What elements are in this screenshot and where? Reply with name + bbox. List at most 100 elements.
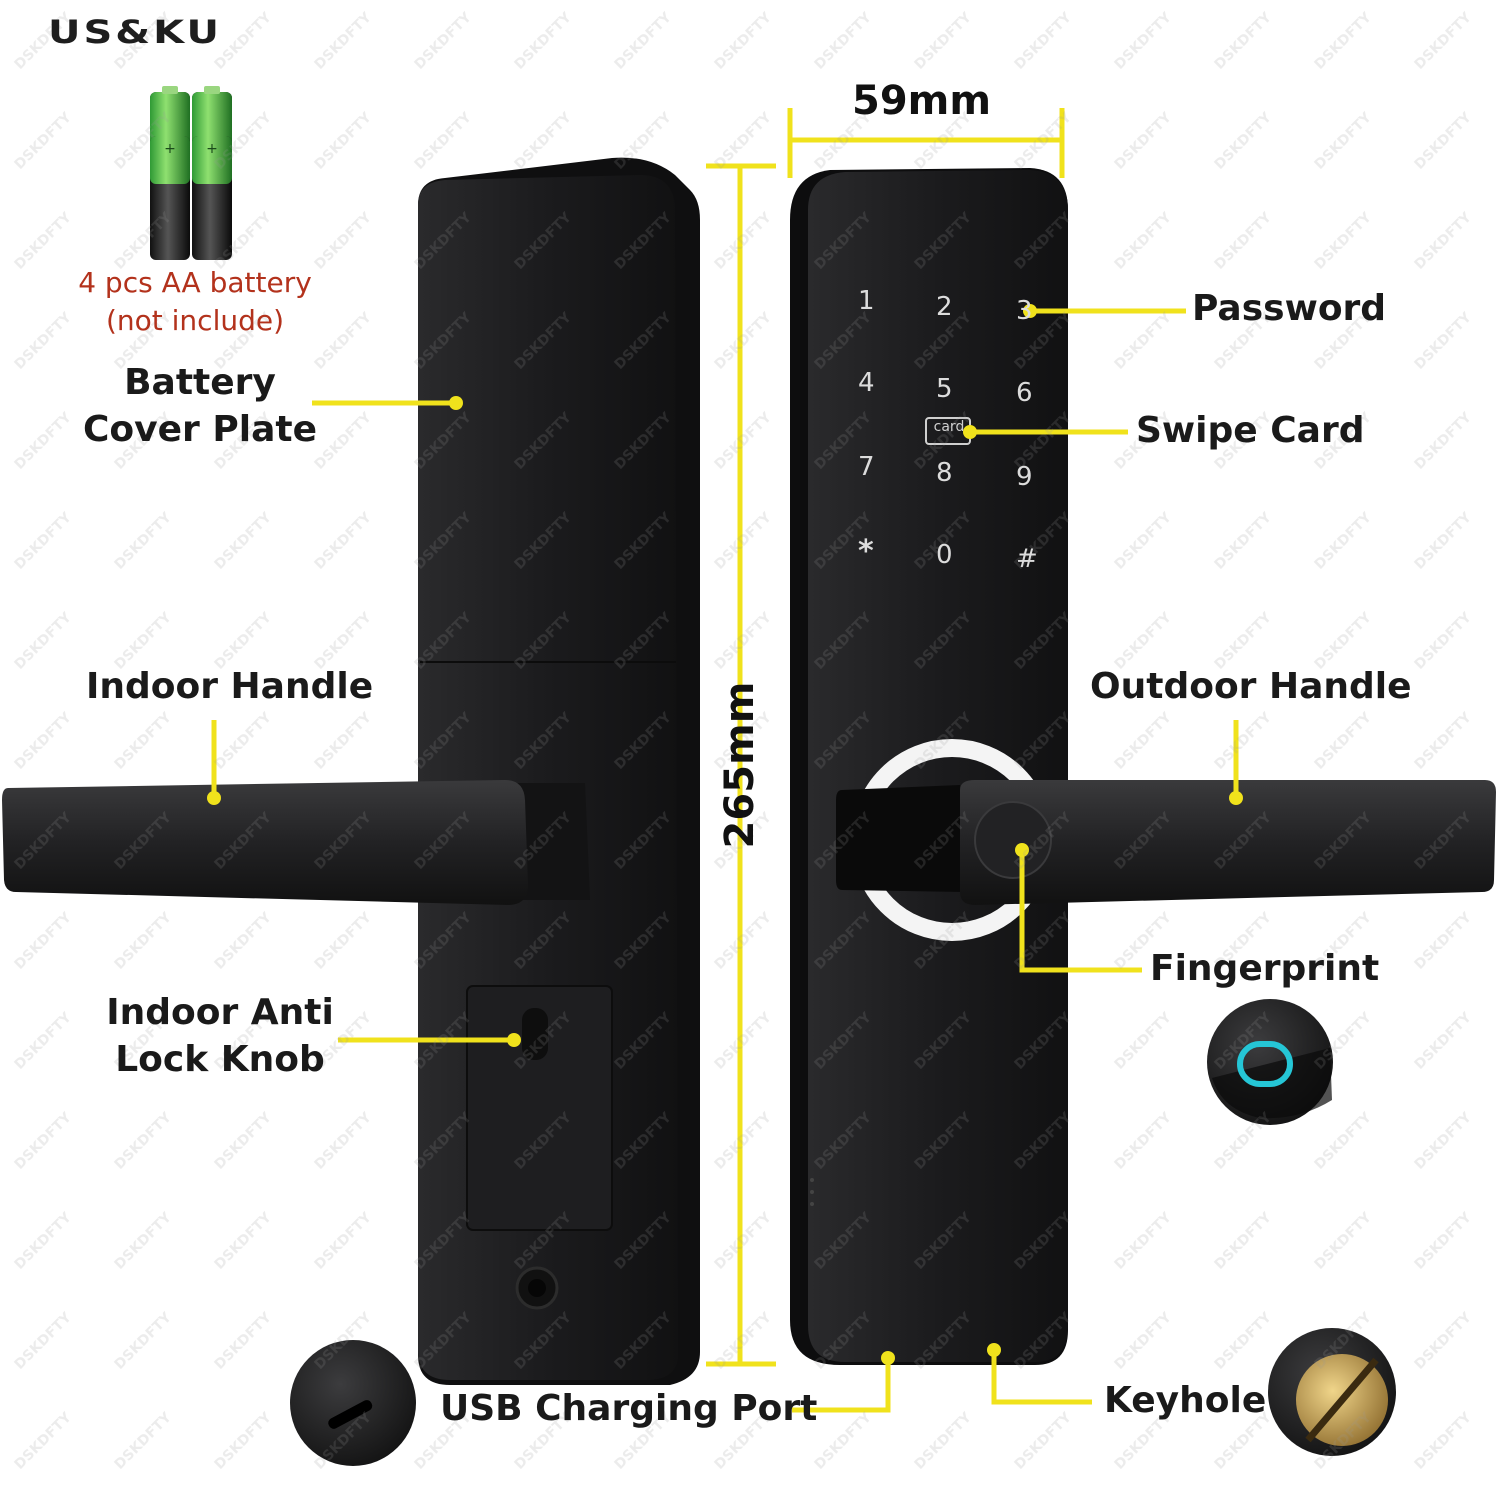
battery-cover-label-line1: Battery [124, 362, 276, 403]
watermark-text: DSKDFTY [312, 409, 376, 473]
indoor-anti-label-line2: Lock Knob [115, 1038, 325, 1080]
watermark-text: DSKDFTY [212, 1309, 276, 1373]
battery-cover-label: Battery Cover Plate [80, 360, 320, 454]
watermark-text: DSKDFTY [1412, 1409, 1476, 1473]
watermark-text: DSKDFTY [12, 609, 76, 673]
watermark-text: DSKDFTY [712, 1009, 776, 1073]
watermark-text: DSKDFTY [1412, 609, 1476, 673]
watermark-text: DSKDFTY [1112, 9, 1176, 73]
outdoor-handle-label: Outdoor Handle [1090, 666, 1412, 707]
key-hash[interactable]: # [1016, 544, 1038, 574]
watermark-text: DSKDFTY [112, 709, 176, 773]
watermark-text: DSKDFTY [112, 1309, 176, 1373]
watermark-text: DSKDFTY [1212, 9, 1276, 73]
key-9[interactable]: 9 [1016, 462, 1033, 492]
batteries-illustration: + + [150, 86, 232, 260]
watermark-text: DSKDFTY [12, 409, 76, 473]
watermark-text: DSKDFTY [312, 709, 376, 773]
watermark-text: DSKDFTY [1212, 709, 1276, 773]
indoor-anti-lock-knob-label: Indoor Anti Lock Knob [100, 990, 340, 1084]
watermark-text: DSKDFTY [1012, 9, 1076, 73]
callout-dots [207, 304, 1243, 1365]
watermark-text: DSKDFTY [12, 509, 76, 573]
watermark-text: DSKDFTY [12, 1409, 76, 1473]
watermark-text: DSKDFTY [312, 909, 376, 973]
svg-text:+: + [206, 141, 218, 157]
watermark-text: DSKDFTY [1412, 1009, 1476, 1073]
watermark-text: DSKDFTY [112, 1209, 176, 1273]
card-icon: card [933, 419, 965, 435]
watermark-text: DSKDFTY [712, 209, 776, 273]
key-5[interactable]: 5 [936, 374, 953, 404]
watermark-text: DSKDFTY [1312, 1109, 1376, 1173]
keyhole-detail-image [1268, 1328, 1396, 1456]
watermark-text: DSKDFTY [512, 109, 576, 173]
key-4[interactable]: 4 [858, 368, 875, 398]
watermark-text: DSKDFTY [12, 1309, 76, 1373]
watermark-text: DSKDFTY [712, 309, 776, 373]
battery-note-line1: 4 pcs AA battery [78, 266, 312, 299]
watermark-text: DSKDFTY [1212, 509, 1276, 573]
watermark-text: DSKDFTY [1312, 109, 1376, 173]
brand-logo: US&KU [48, 14, 222, 51]
watermark-text: DSKDFTY [1412, 9, 1476, 73]
watermark-text: DSKDFTY [12, 909, 76, 973]
callout-lines [211, 108, 1239, 1413]
knob-plate [466, 985, 613, 1231]
key-3[interactable]: 3 [1016, 296, 1033, 326]
watermark-text: DSKDFTY [1312, 709, 1376, 773]
watermark-text: DSKDFTY [1112, 1209, 1176, 1273]
watermark-text: DSKDFTY [1112, 509, 1176, 573]
watermark-text: DSKDFTY [712, 9, 776, 73]
key-0[interactable]: 0 [936, 540, 953, 570]
key-star[interactable]: * [858, 534, 874, 569]
key-2[interactable]: 2 [936, 292, 953, 322]
watermark-text: DSKDFTY [212, 909, 276, 973]
watermark-text: DSKDFTY [312, 109, 376, 173]
watermark-text: DSKDFTY [212, 1109, 276, 1173]
password-label: Password [1192, 288, 1387, 329]
watermark-text: DSKDFTY [1412, 909, 1476, 973]
watermark-text: DSKDFTY [1312, 209, 1376, 273]
fingerprint-label: Fingerprint [1150, 948, 1380, 989]
watermark-text: DSKDFTY [1312, 1209, 1376, 1273]
watermark-text: DSKDFTY [712, 909, 776, 973]
watermark-text: DSKDFTY [1412, 309, 1476, 373]
key-8[interactable]: 8 [936, 458, 953, 488]
key-1[interactable]: 1 [858, 286, 875, 316]
watermark-text: DSKDFTY [1412, 409, 1476, 473]
watermark-text: DSKDFTY [1012, 1409, 1076, 1473]
watermark-text: DSKDFTY [412, 9, 476, 73]
watermark-text: DSKDFTY [1212, 109, 1276, 173]
indoor-handle-shape [2, 780, 590, 905]
usb-port-detail-image [290, 1340, 416, 1466]
battery-note: 4 pcs AA battery (not include) [60, 264, 330, 340]
key-7[interactable]: 7 [858, 452, 875, 482]
usb-charging-port-label: USB Charging Port [440, 1388, 818, 1429]
fingerprint-sensor [974, 801, 1052, 879]
indoor-handle-label: Indoor Handle [86, 666, 374, 707]
watermark-text: DSKDFTY [112, 1109, 176, 1173]
swipe-card-label: Swipe Card [1136, 410, 1365, 451]
height-dimension: 265mm [717, 681, 763, 849]
watermark-text: DSKDFTY [1112, 1309, 1176, 1373]
watermark-text: DSKDFTY [912, 9, 976, 73]
fingerprint-detail-image [1207, 999, 1333, 1125]
watermark-text: DSKDFTY [1112, 209, 1176, 273]
watermark-text: DSKDFTY [312, 9, 376, 73]
watermark-text: DSKDFTY [1212, 209, 1276, 273]
anti-lock-knob-shape [522, 1008, 548, 1060]
outdoor-handle-shape [836, 780, 1496, 905]
watermark-text: DSKDFTY [512, 9, 576, 73]
indoor-unit [418, 157, 700, 1386]
watermark-text: DSKDFTY [1112, 1109, 1176, 1173]
battery-note-line2: (not include) [105, 303, 285, 337]
keyhole-label: Keyhole [1104, 1380, 1267, 1421]
watermark-text: DSKDFTY [312, 1209, 376, 1273]
key-6[interactable]: 6 [1016, 378, 1033, 408]
watermark-text: DSKDFTY [712, 1109, 776, 1173]
watermark-text: DSKDFTY [212, 509, 276, 573]
width-dimension: 59mm [852, 78, 992, 124]
watermark-text: DSKDFTY [1112, 709, 1176, 773]
